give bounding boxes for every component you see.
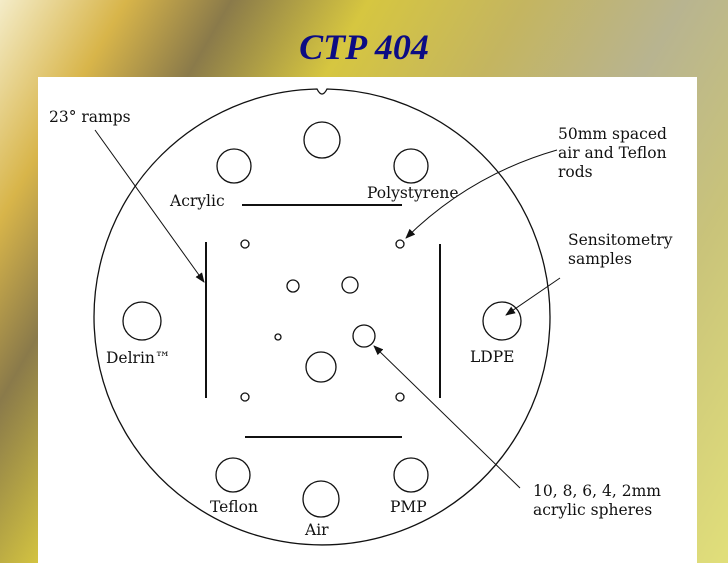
label-polystyrene: Polystyrene xyxy=(367,184,459,202)
label-line: 10, 8, 6, 4, 2mm xyxy=(533,482,661,500)
label-ramps: 23° ramps xyxy=(49,108,131,126)
label-delrin: Delrin™ xyxy=(106,349,171,367)
label-pmp: PMP xyxy=(390,498,427,516)
sensitometry-inserts xyxy=(122,121,522,518)
label-line: air and Teflon xyxy=(558,144,667,162)
label-line: samples xyxy=(568,250,632,268)
acrylic-spheres xyxy=(274,276,376,383)
slide-title: CTP 404 xyxy=(299,27,429,67)
diagram-panel xyxy=(38,77,697,563)
label-line: acrylic spheres xyxy=(533,501,653,519)
label-air: Air xyxy=(305,521,329,539)
label-line: Sensitometry xyxy=(568,231,673,249)
phantom-outline xyxy=(93,88,551,546)
label-line: 50mm spaced xyxy=(558,125,667,143)
leader-arrows xyxy=(94,129,561,489)
label-acrylic: Acrylic xyxy=(170,192,225,210)
ramps xyxy=(205,204,441,438)
label-teflon: Teflon xyxy=(210,498,258,516)
label-line: rods xyxy=(558,163,593,181)
rod-holes xyxy=(240,239,405,402)
label-ldpe: LDPE xyxy=(470,348,515,366)
